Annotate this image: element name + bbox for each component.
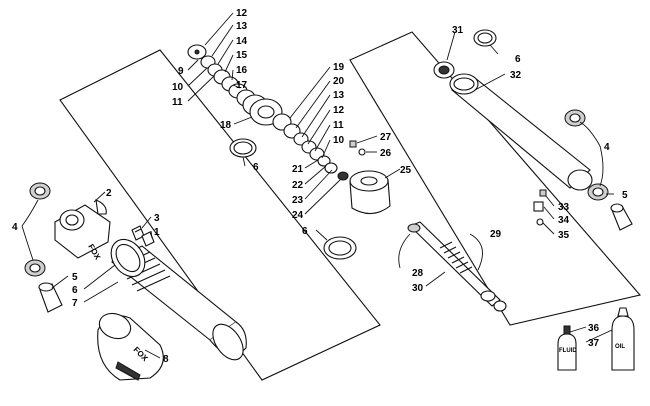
callout-23: 23 [292, 195, 304, 206]
oil-bottle-37: OIL [611, 307, 635, 371]
reservoir-assembly [433, 29, 633, 231]
callout-13b: 13 [333, 90, 345, 101]
callout-3: 3 [154, 213, 160, 224]
callout-14: 14 [236, 36, 248, 47]
callout-4-right: 4 [604, 142, 610, 153]
part-33 [539, 189, 547, 197]
callout-16: 16 [236, 65, 248, 76]
callout-5-right: 5 [622, 190, 628, 201]
svg-text:OIL: OIL [615, 344, 625, 350]
callout-13: 13 [236, 21, 248, 32]
callout-9: 9 [178, 66, 184, 77]
callout-24: 24 [292, 210, 304, 221]
bearing-cap-25 [349, 170, 391, 215]
callout-37: 37 [588, 338, 600, 349]
callout-2: 2 [106, 188, 112, 199]
callout-11b: 11 [333, 120, 344, 131]
seal-ring-lower [323, 236, 357, 260]
callout-34: 34 [558, 215, 570, 226]
shaft-assembly [407, 221, 507, 312]
callout-26: 26 [380, 148, 392, 159]
ring-6-right [473, 29, 497, 47]
callout-8: 8 [163, 354, 169, 365]
callout-28: 28 [412, 268, 424, 279]
callout-33: 33 [558, 202, 570, 213]
callout-1: 1 [154, 227, 160, 238]
fluid-bottle-36: FLUID [557, 325, 577, 371]
right-panel-outline [349, 31, 642, 326]
callout-5-left: 5 [72, 272, 78, 283]
callout-19: 19 [333, 62, 345, 73]
callout-6-right: 6 [515, 54, 521, 65]
fitting-1 [141, 231, 155, 247]
callout-7: 7 [72, 298, 78, 309]
callout-6-left: 6 [72, 285, 78, 296]
spring-collar-6 [110, 238, 146, 278]
callout-6-center: 6 [253, 162, 259, 173]
callout-10b: 10 [333, 135, 345, 146]
callout-36: 36 [588, 323, 600, 334]
left-panel-outline [59, 49, 381, 381]
shock-body-assembly [110, 238, 247, 361]
nut-24 [337, 171, 349, 181]
callout-27: 27 [380, 132, 392, 143]
piston-stack [187, 44, 349, 181]
callout-21: 21 [292, 164, 304, 175]
callout-6-lower: 6 [302, 226, 308, 237]
body-cap-eye: FOX [54, 199, 111, 262]
callout-15: 15 [236, 50, 248, 61]
callout-11: 11 [172, 97, 183, 108]
callout-29: 29 [490, 229, 502, 240]
callout-30: 30 [412, 283, 424, 294]
callout-labels: 12 13 14 15 16 17 9 10 11 18 6 19 20 13 … [12, 8, 628, 365]
part-35 [536, 218, 544, 226]
callout-20: 20 [333, 76, 345, 87]
callout-12: 12 [236, 8, 248, 19]
callout-32: 32 [510, 70, 522, 81]
callout-10: 10 [172, 82, 184, 93]
callout-31: 31 [452, 25, 464, 36]
reservoir-cover: FOX [97, 312, 164, 381]
body-end-ring [212, 323, 244, 361]
part-34 [533, 201, 544, 212]
callout-35: 35 [558, 230, 570, 241]
part-27 [349, 140, 357, 148]
callout-25: 25 [400, 165, 412, 176]
part-26 [358, 148, 366, 156]
callout-17: 17 [236, 80, 248, 91]
callout-22: 22 [292, 180, 304, 191]
svg-text:FLUID: FLUID [559, 348, 577, 354]
callout-18: 18 [220, 120, 232, 131]
reservoir-tube-32 [451, 77, 591, 189]
leader-lines [21, 12, 614, 359]
callout-4-left: 4 [12, 222, 18, 233]
callout-12b: 12 [333, 105, 345, 116]
